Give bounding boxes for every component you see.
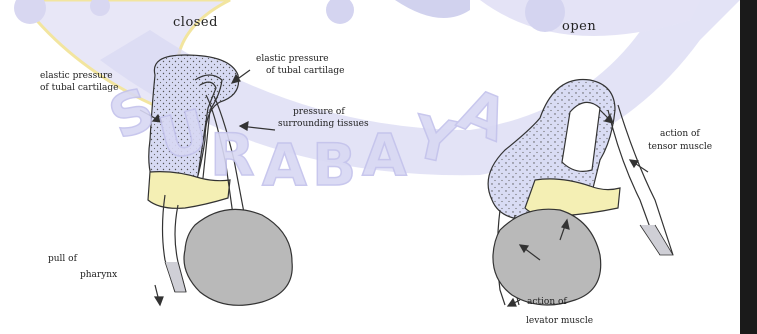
closed-muscle-blob xyxy=(184,209,292,305)
svg-text:A: A xyxy=(362,121,407,189)
label-tensor-2: tensor muscle xyxy=(648,143,712,152)
label-elastic-left-2: of tubal cartilage xyxy=(40,84,118,93)
open-title: open xyxy=(562,20,596,33)
closed-title: closed xyxy=(173,16,218,29)
label-elastic-left-1: elastic pressure xyxy=(40,72,113,81)
label-elastic-top-2: of tubal cartilage xyxy=(266,67,344,76)
label-surrounding-1: pressure of xyxy=(293,108,345,117)
label-elastic-top-1: elastic pressure xyxy=(256,55,329,64)
svg-text:R: R xyxy=(210,121,255,189)
label-pull-2: pharynx xyxy=(80,271,117,280)
side-bar xyxy=(740,0,757,334)
label-pull-1: pull of xyxy=(48,255,77,264)
label-levator-2: levator muscle xyxy=(526,317,593,326)
open-tube-diagram xyxy=(488,79,673,306)
label-surrounding-2: surrounding tissues xyxy=(278,120,369,129)
svg-text:B: B xyxy=(312,131,356,199)
label-levator-1: action of xyxy=(527,298,567,307)
label-tensor-1: action of xyxy=(660,130,700,139)
open-muscle-blob xyxy=(493,209,601,305)
svg-text:A: A xyxy=(262,131,307,199)
